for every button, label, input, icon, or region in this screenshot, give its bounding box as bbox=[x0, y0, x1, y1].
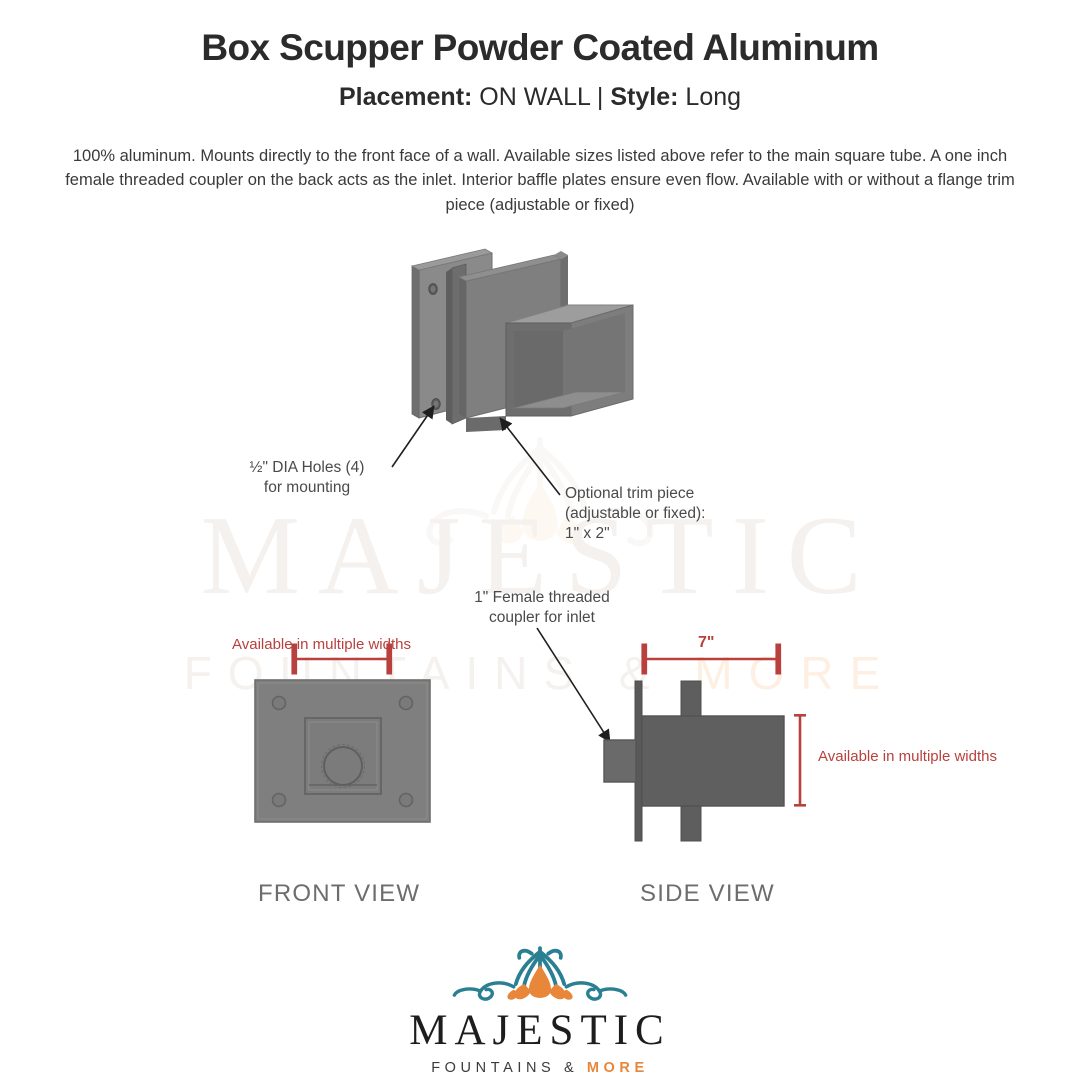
side-view-drawing bbox=[603, 680, 785, 842]
front-hole-tr bbox=[398, 695, 414, 711]
leader-lines-3d bbox=[391, 405, 561, 496]
callout-female-coupler: 1" Female threaded coupler for inlet bbox=[474, 589, 610, 626]
callout-mounting-holes: ½" DIA Holes (4) for mounting bbox=[249, 459, 365, 496]
trim-plate-edge-3d bbox=[446, 263, 467, 425]
product-description: 100% aluminum. Mounts directly to the fr… bbox=[65, 147, 1015, 214]
leader-trim bbox=[499, 417, 561, 496]
tube-skirt-3d bbox=[466, 416, 506, 432]
leader-coupler bbox=[536, 627, 611, 743]
logo-tagline: FOUNTAINS & MORE bbox=[0, 1061, 1080, 1076]
isometric-assembly bbox=[410, 248, 634, 432]
logo-tagline-more: MORE bbox=[586, 1060, 649, 1076]
fountain-ornament-icon bbox=[452, 946, 628, 1001]
view-label-side: SIDE VIEW bbox=[640, 880, 775, 907]
side-mounting-plate bbox=[680, 680, 702, 842]
page-title: Box Scupper Powder Coated Aluminum bbox=[201, 27, 879, 68]
page-subtitle: Placement: ON WALL | Style: Long bbox=[0, 82, 1080, 112]
placement-value: ON WALL bbox=[479, 83, 590, 112]
front-tube-outline bbox=[304, 717, 382, 795]
view-label-front: FRONT VIEW bbox=[258, 880, 421, 907]
dimension-label-front-width: Available in multiple widths bbox=[232, 636, 411, 653]
logo-wordmark: MAJESTIC bbox=[409, 1007, 671, 1054]
dimension-side-height bbox=[794, 714, 806, 807]
side-main-body bbox=[641, 715, 785, 807]
watermark-sub-text: FOUNTAINS & MORE bbox=[183, 647, 897, 699]
style-value: Long bbox=[685, 83, 742, 112]
front-view-drawing bbox=[254, 679, 431, 823]
side-coupler-stub bbox=[603, 739, 637, 783]
placement-label: Placement: bbox=[338, 83, 473, 112]
dimension-label-side-depth: 7" bbox=[698, 634, 715, 651]
plate-top-flange-3d bbox=[554, 251, 568, 394]
front-coupler bbox=[323, 746, 363, 786]
logo-tagline-left: FOUNTAINS & bbox=[431, 1060, 587, 1076]
side-trim-plate bbox=[634, 680, 643, 842]
front-hole-tl bbox=[271, 695, 287, 711]
scupper-tube-3d bbox=[505, 304, 634, 417]
leader-holes bbox=[391, 405, 435, 468]
brand-logo: MAJESTIC FOUNTAINS & MORE bbox=[0, 944, 1080, 1076]
front-hole-br bbox=[398, 792, 414, 808]
style-label: Style: bbox=[610, 83, 679, 112]
trim-plate-3d bbox=[457, 254, 563, 419]
header: Box Scupper Powder Coated Aluminum Place… bbox=[0, 26, 1080, 112]
callout-optional-trim: Optional trim piece (adjustable or fixed… bbox=[565, 485, 706, 542]
mounting-plate-3d bbox=[410, 248, 494, 419]
front-hole-bl bbox=[271, 792, 287, 808]
subtitle-separator: | bbox=[596, 83, 604, 112]
front-plate bbox=[254, 679, 431, 823]
dimension-label-side-height: Available in multiple widths bbox=[818, 748, 997, 765]
